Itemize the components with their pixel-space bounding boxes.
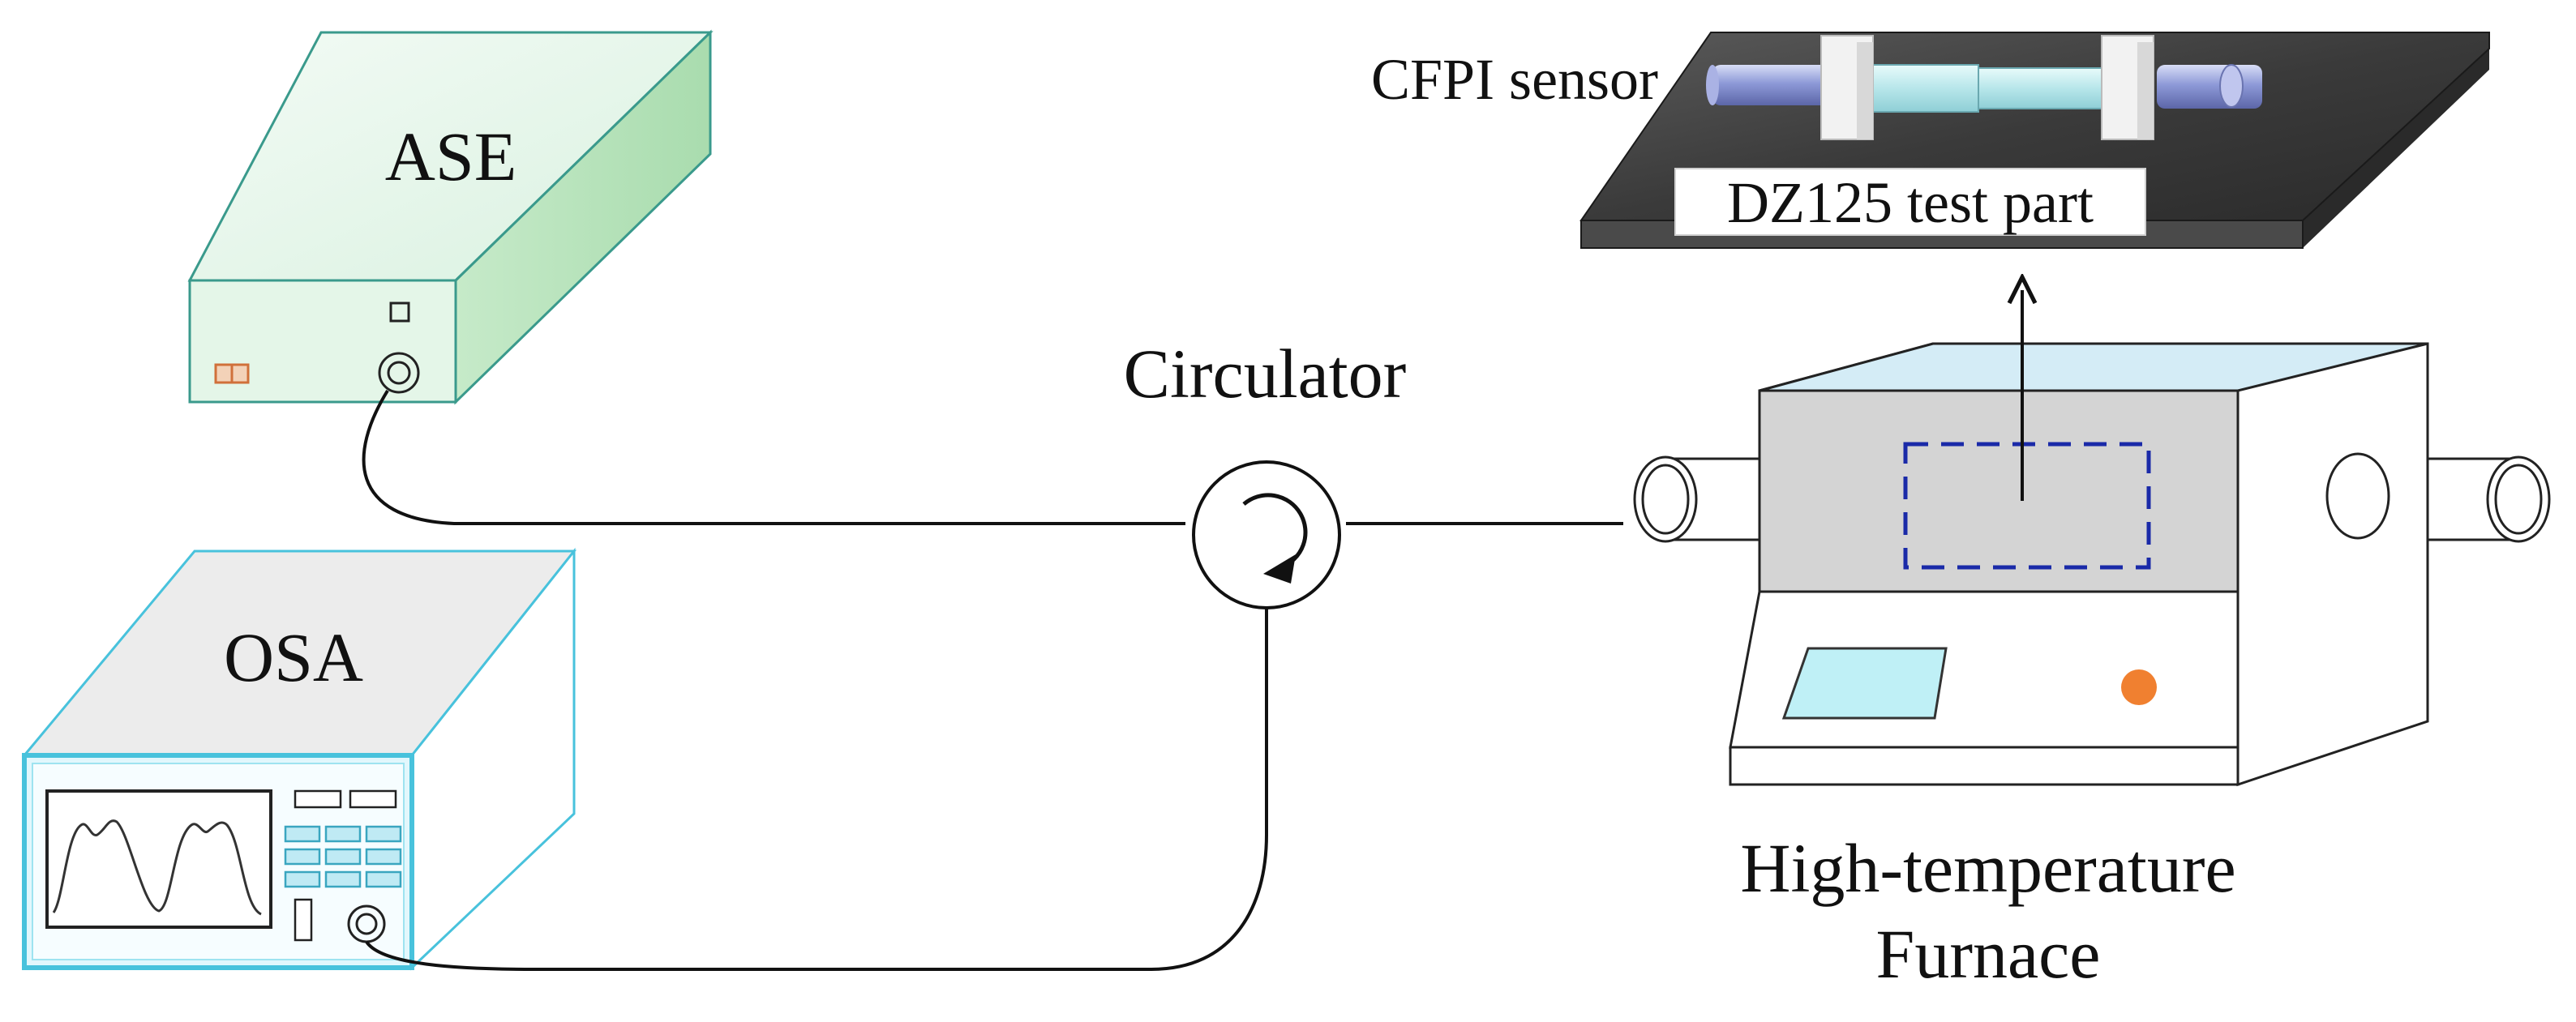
ase-output-port-icon xyxy=(378,352,420,394)
furnace-right-tube xyxy=(2325,452,2551,543)
osa-label: OSA xyxy=(224,618,363,696)
fiber-circulator-to-osa xyxy=(365,605,1268,971)
test-part-label-box xyxy=(1674,168,2146,236)
furnace-knob-icon xyxy=(2121,669,2157,705)
furnace-base xyxy=(1729,746,2240,786)
ase-led-icon xyxy=(214,363,250,384)
furnace-label-line1: High-temperature xyxy=(1740,829,2235,907)
osa-key xyxy=(284,825,321,843)
osa-spectrum-trace xyxy=(52,819,262,916)
furnace-chamber-window xyxy=(1903,442,2151,570)
circulator-rotation-icon xyxy=(1242,493,1308,570)
furnace-chamber-panel xyxy=(1758,389,2240,593)
cfpi-sensor xyxy=(1706,35,2262,140)
osa-key xyxy=(365,848,402,866)
furnace-screen xyxy=(1781,647,1948,720)
osa-analyzer: OSA xyxy=(21,547,577,971)
osa-key xyxy=(284,848,321,866)
ase-indicator-icon xyxy=(389,301,410,323)
osa-keypad xyxy=(284,789,402,942)
osa-key xyxy=(324,848,362,866)
osa-key xyxy=(365,870,402,888)
osa-key xyxy=(324,870,362,888)
ase-source: ASE xyxy=(187,29,714,405)
furnace-label-line2: Furnace xyxy=(1876,915,2101,993)
furnace: High-temperature Furnace xyxy=(1633,290,2551,993)
test-part-label: DZ125 test part xyxy=(1727,170,2094,235)
osa-key xyxy=(365,825,402,843)
test-part-plate: DZ125 test part CFPI sensor xyxy=(1371,32,2490,249)
fiber-ase-to-circulator xyxy=(362,389,1185,525)
optical-fibers xyxy=(362,389,1623,971)
circulator-ring xyxy=(1192,460,1341,609)
circulator: Circulator xyxy=(1124,335,1407,609)
circulator-arrow-icon xyxy=(1263,554,1296,584)
ase-label: ASE xyxy=(385,118,516,195)
furnace-left-tube xyxy=(1633,455,1761,543)
osa-display xyxy=(45,789,272,929)
cfpi-sensor-label: CFPI sensor xyxy=(1371,47,1658,112)
osa-key xyxy=(324,825,362,843)
circulator-label: Circulator xyxy=(1124,335,1407,413)
osa-key xyxy=(284,870,321,888)
